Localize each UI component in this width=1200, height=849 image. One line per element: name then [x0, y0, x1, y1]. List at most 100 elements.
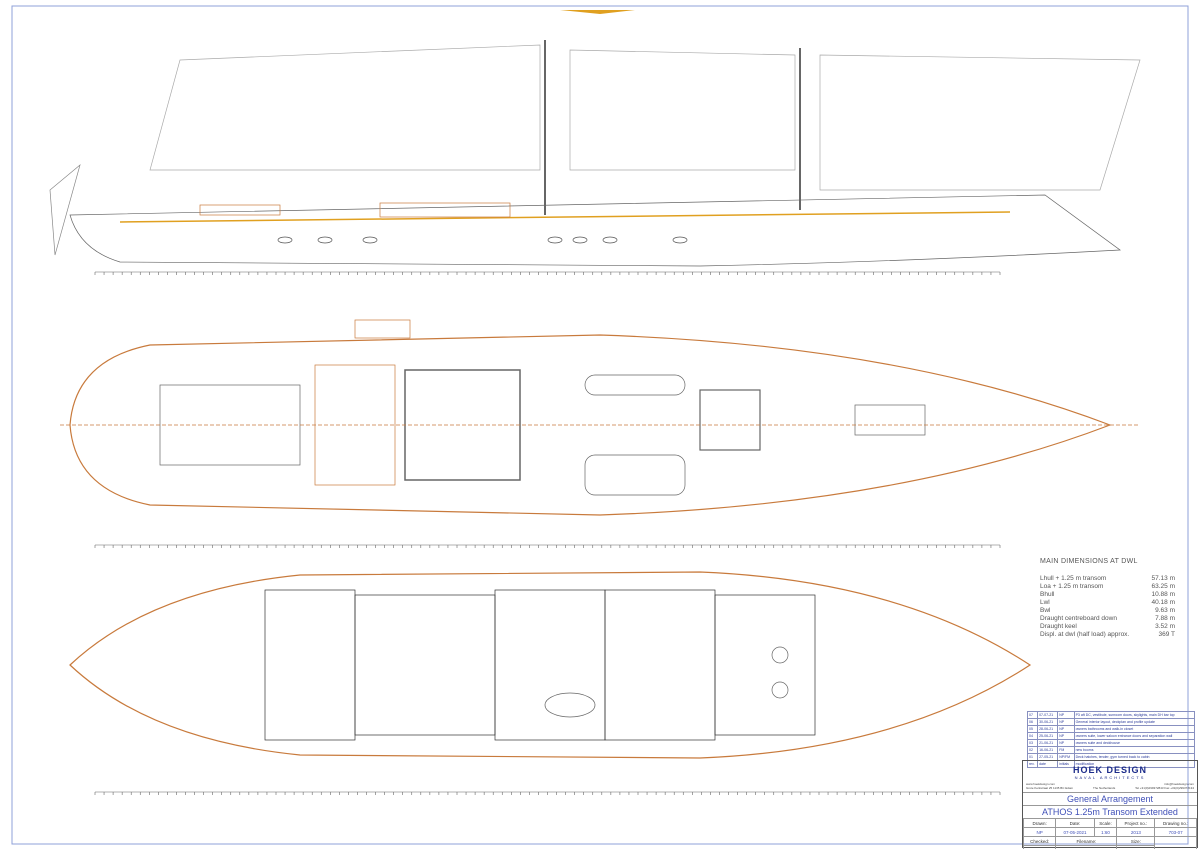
dimension-label: Draught keel: [1040, 623, 1077, 630]
hdr: Drawing no.:: [1154, 818, 1197, 828]
main-dimensions-title: MAIN DIMENSIONS AT DWL: [1040, 558, 1138, 565]
dimension-value: 63.25 m: [1151, 583, 1176, 590]
revision-initials: NP: [1057, 718, 1075, 726]
date: 07-05-2021: [1055, 827, 1095, 837]
revision-rev: 04: [1026, 732, 1039, 740]
dimension-value: 7.88 m: [1155, 615, 1175, 622]
title-block: HOEK DESIGN NAVAL ARCHITECTS www.hoekdes…: [1022, 760, 1198, 849]
hdr: Date:: [1055, 818, 1095, 828]
dimension-label: Lhull + 1.25 m transom: [1040, 575, 1107, 582]
revision-rev: 07: [1026, 711, 1039, 719]
dimension-label: Draught centreboard down: [1040, 615, 1117, 622]
dimension-row: Lwl 40.18 m: [1040, 599, 1175, 607]
filename: 2013-703-06: [1055, 845, 1118, 849]
tender-2: [584, 454, 686, 496]
revision-date: 25-06-21: [1037, 732, 1059, 740]
dimension-row: Displ. at dwl (half load) approx. 369 T: [1040, 631, 1175, 639]
revision-mod: new booms: [1073, 746, 1196, 754]
drawing-no: 703-07: [1154, 827, 1197, 837]
revision-initials: NP: [1057, 725, 1075, 733]
drawn-by: NP: [1022, 827, 1057, 837]
main-dimensions-panel: MAIN DIMENSIONS AT DWL Lhull + 1.25 m tr…: [1040, 558, 1175, 639]
hull-profile: [69, 194, 1121, 267]
dimension-row: Bhull 10.88 m: [1040, 591, 1175, 599]
revision-date: 16-06-21: [1037, 746, 1059, 754]
dimension-label: Displ. at dwl (half load) approx.: [1040, 631, 1130, 638]
dimension-row: Draught keel 3.52 m: [1040, 623, 1175, 631]
revision-mod: P3 aft DC, vestibule, sunroom doors, sky…: [1073, 711, 1196, 719]
dimension-value: 40.18 m: [1151, 599, 1176, 606]
dimension-label: Loa + 1.25 m transom: [1040, 583, 1104, 590]
company-logo: HOEK DESIGN: [1072, 765, 1147, 775]
country: The Netherlands: [1093, 786, 1116, 790]
revision-mod: modification: [1073, 760, 1196, 768]
dimension-label: Bhull: [1040, 591, 1055, 598]
revision-initials: initials: [1057, 760, 1075, 768]
revision-date: 21-06-21: [1037, 739, 1059, 747]
revision-date: 30-06-21: [1037, 718, 1059, 726]
flag: [49, 164, 81, 256]
tender: [584, 374, 686, 396]
project-title: ATHOS 1.25m Transom Extended: [1023, 805, 1197, 818]
dimension-label: Bwl: [1040, 607, 1051, 614]
dimension-value: 10.88 m: [1151, 591, 1176, 598]
checked-by: --: [1022, 845, 1057, 849]
revision-mod: owners suite, lower saloon entrance door…: [1073, 732, 1196, 740]
dimension-row: Loa + 1.25 m transom 63.25 m: [1040, 583, 1175, 591]
hdr: Size:: [1116, 836, 1156, 846]
company-subtitle: NAVAL ARCHITECTS: [1074, 775, 1146, 780]
deck-plan: [60, 319, 1140, 516]
scale-rulers: [94, 271, 1001, 795]
address: Grote Kerkstraat 25 1135 BC Edam: [1026, 786, 1074, 790]
sheet-border: [11, 5, 1189, 845]
scale: 1:60: [1093, 827, 1118, 837]
revision-mod: owners suite and deckhouse: [1073, 739, 1196, 747]
revision-rev: 03: [1026, 739, 1039, 747]
dimension-value: 3.52 m: [1155, 623, 1175, 630]
drawing-title: General Arrangement: [1023, 792, 1197, 805]
profile-view: [49, 40, 1141, 267]
interior-plan: [69, 571, 1032, 759]
dimension-value: 9.63 m: [1155, 607, 1175, 614]
revision-rev: 05: [1026, 725, 1039, 733]
hdr: Checked:: [1022, 836, 1057, 846]
revision-rev: rev.: [1026, 760, 1039, 768]
dimension-row: Draught centreboard down 7.88 m: [1040, 615, 1175, 623]
email: info@hoekdesign.com: [1164, 782, 1194, 786]
revision-date: 28-06-21: [1037, 725, 1059, 733]
dimension-row: Lhull + 1.25 m transom 57.13 m: [1040, 575, 1175, 583]
revision-mod: owners bathrooms and walk-in closet: [1073, 725, 1196, 733]
size: A0: [1116, 845, 1156, 849]
hdr: Drawn:: [1022, 818, 1057, 828]
revision-initials: NP: [1057, 739, 1075, 747]
hull-outline: [69, 571, 1032, 759]
revision-mod: General interior layout, deckplan and pr…: [1073, 718, 1196, 726]
dimension-value: 369 T: [1158, 631, 1175, 638]
revision-initials: FM: [1057, 746, 1075, 754]
hdr: Filename:: [1055, 836, 1118, 846]
hdr: Scale:: [1093, 818, 1118, 828]
revision-rev: 02: [1026, 746, 1039, 754]
hdr: Project no.:: [1116, 818, 1156, 828]
dimension-row: Bwl 9.63 m: [1040, 607, 1175, 615]
dimension-value: 57.13 m: [1151, 575, 1176, 582]
revision-initials: NP: [1057, 711, 1075, 719]
sails: [149, 44, 1141, 191]
logo-mark: [560, 10, 635, 14]
revision-date: 07-07-21: [1037, 711, 1059, 719]
dimension-label: Lwl: [1040, 599, 1050, 606]
website: www.hoekdesign.com: [1026, 782, 1056, 786]
revision-rev: 06: [1026, 718, 1039, 726]
project-no: 2013: [1116, 827, 1156, 837]
revision-initials: NP: [1057, 732, 1075, 740]
